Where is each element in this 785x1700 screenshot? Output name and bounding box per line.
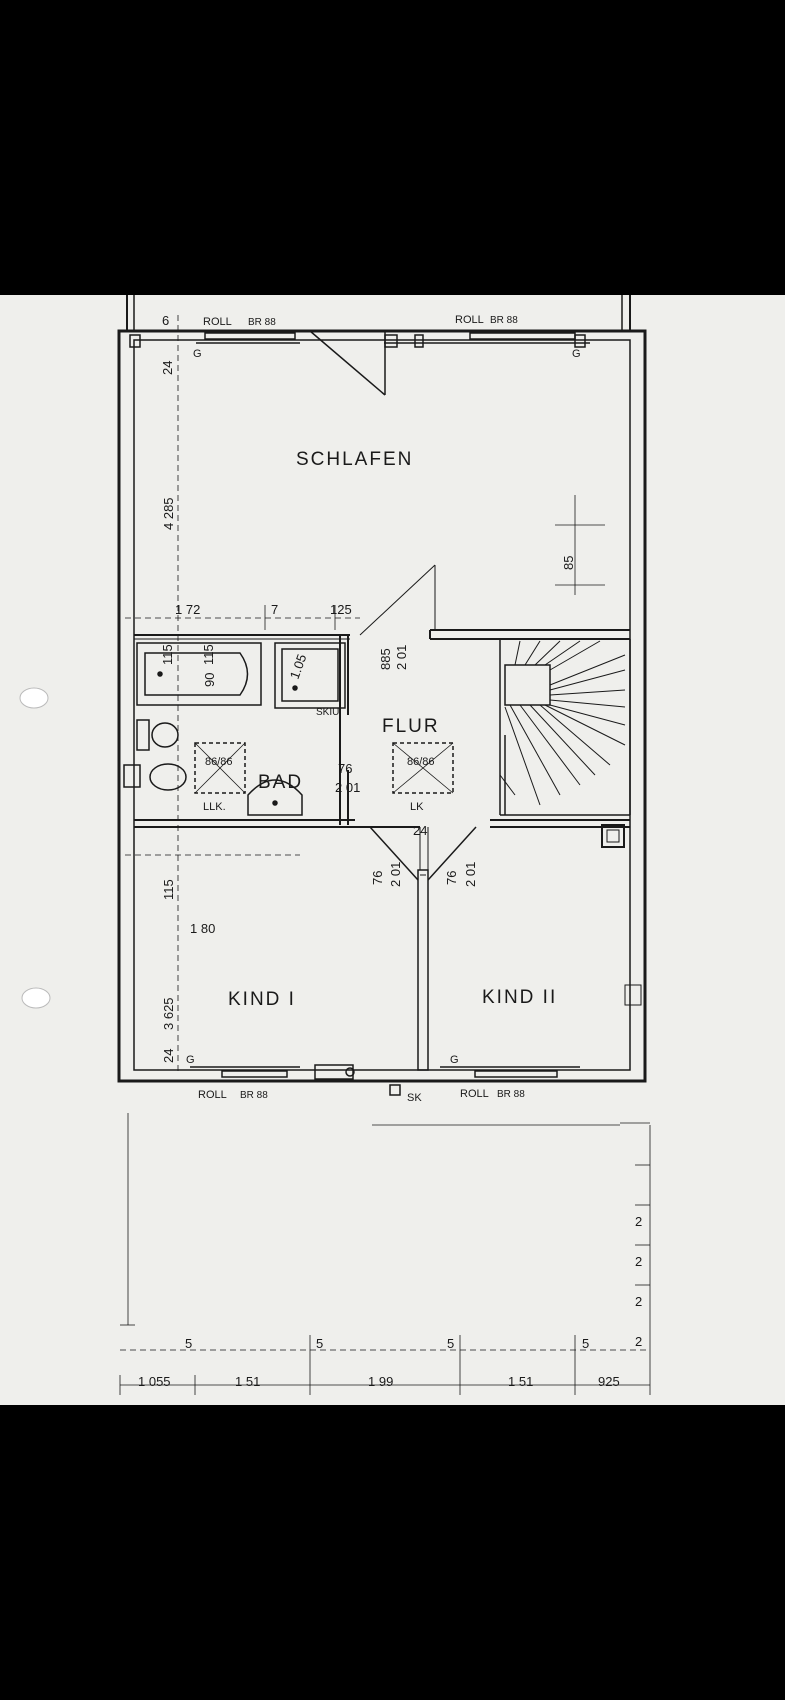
dim-76c: 76 [444,871,459,885]
roll-label-top-left: ROLL [203,316,232,328]
dim-115b: 115 [201,644,216,665]
g-label-top-left: G [193,348,202,360]
staircase [499,640,626,815]
dim-201b: 2 01 [335,780,360,795]
dim-90: 90 [202,673,217,687]
dim-201d: 2 01 [463,862,478,887]
g-label-bottom-left: G [186,1054,195,1066]
roll-label-top-right: ROLL [455,314,484,326]
interior-walls [134,564,642,1071]
dim-4285: 4 285 [161,497,176,530]
dim-925: 925 [598,1374,620,1389]
floor-plan-sheet: SCHLAFEN FLUR BAD KIND I KIND II ROLL BR… [0,295,785,1405]
g-label-bottom-right: G [450,1054,459,1066]
dim-85: 85 [561,556,576,570]
roll-label-bottom-right: ROLL [460,1088,489,1100]
dim-115c: 115 [161,879,176,900]
dim-151a: 1 51 [235,1374,260,1389]
bath-fixtures [123,642,454,816]
br-label-bottom-left: BR 88 [240,1090,268,1101]
dim-105: 1.05 [287,652,310,681]
dim-151b: 1 51 [508,1374,533,1389]
dim-5d: 5 [582,1336,589,1351]
room-label-bad: BAD [258,772,303,793]
dim-199: 1 99 [368,1374,393,1389]
dim-5a: 5 [185,1336,192,1351]
flur-vent-size: 86/86 [407,756,435,768]
br-label-top-right: BR 88 [490,315,518,326]
dim-201c: 2 01 [388,862,403,887]
punch-hole-bottom [21,987,51,1009]
dim-24-bottom: 24 [161,1049,176,1063]
dim-5b: 5 [316,1336,323,1351]
dim-2a: 2 [635,1214,642,1229]
bad-vent-size: 86/86 [205,756,233,768]
dim-2c: 2 [635,1294,642,1309]
dim-3625: 3 625 [161,997,176,1030]
punch-hole-top [19,687,49,709]
dim-5c: 5 [447,1336,454,1351]
dim-2b: 2 [635,1254,642,1269]
roll-label-bottom-left: ROLL [198,1089,227,1101]
dim-24-mid: 24 [413,823,427,838]
top-windows [129,330,590,396]
room-label-kind-1: KIND I [228,989,296,1010]
dim-885: 885 [378,648,393,670]
br-label-bottom-right: BR 88 [497,1089,525,1100]
sk-label: SK [407,1092,422,1104]
dim-7: 7 [271,602,278,617]
dim-76b: 76 [370,871,385,885]
outer-walls [117,295,647,1083]
br-label-top-left: BR 88 [248,317,276,328]
llk-label: LLK. [203,801,226,813]
dim-201a: 2 01 [394,645,409,670]
dim-115a: 115 [160,644,175,665]
dim-180: 1 80 [190,921,215,936]
room-label-kind-2: KIND II [482,987,557,1008]
dim-1055: 1 055 [138,1374,171,1389]
skiu-label: SKIU [316,707,339,718]
floor-plan: SCHLAFEN FLUR BAD KIND I KIND II ROLL BR… [19,295,651,1395]
bottom-windows [190,1064,580,1096]
dim-24-top: 24 [160,361,175,375]
dim-6: 6 [162,313,169,328]
dim-2d: 2 [635,1334,642,1349]
g-label-top-right: G [572,348,581,360]
dimension-lines [119,315,651,1395]
dim-76a: 76 [338,761,352,776]
lk-label: LK [410,801,424,813]
dim-172: 1 72 [175,602,200,617]
dim-125: 125 [330,602,352,617]
room-label-flur: FLUR [382,716,440,737]
room-label-schlafen: SCHLAFEN [296,449,413,470]
